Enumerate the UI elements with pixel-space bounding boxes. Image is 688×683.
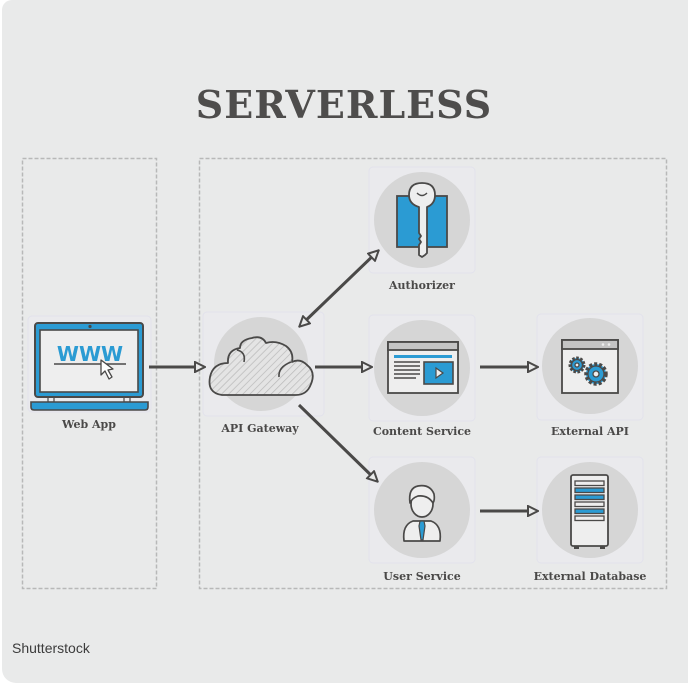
diagram-title: SERVERLESS — [195, 82, 493, 127]
node-label-user-service: User Service — [383, 570, 460, 583]
serverless-zone-box — [198, 157, 668, 590]
client-zone-box — [21, 157, 158, 590]
gears-window-icon — [542, 318, 638, 414]
edge-gateway-to-user — [297, 403, 377, 481]
user-icon — [374, 462, 470, 558]
video-content-icon — [374, 320, 470, 416]
image-credit: Shutterstock — [12, 640, 90, 656]
node-label-api-gateway: API Gateway — [220, 422, 299, 435]
node-label-authorizer: Authorizer — [388, 279, 455, 292]
node-label-external-api: External API — [551, 425, 629, 438]
node-label-external-database: External Database — [534, 570, 647, 583]
www-text: WWW — [57, 342, 123, 366]
server-rack-icon — [542, 462, 638, 558]
key-icon — [374, 172, 470, 268]
node-label-content-service: Content Service — [373, 425, 471, 438]
cloud-icon — [208, 317, 314, 411]
laptop-www-icon: WWW — [30, 322, 149, 411]
node-label-web-app: Web App — [61, 418, 116, 431]
edge-gateway-authorizer — [300, 251, 378, 326]
